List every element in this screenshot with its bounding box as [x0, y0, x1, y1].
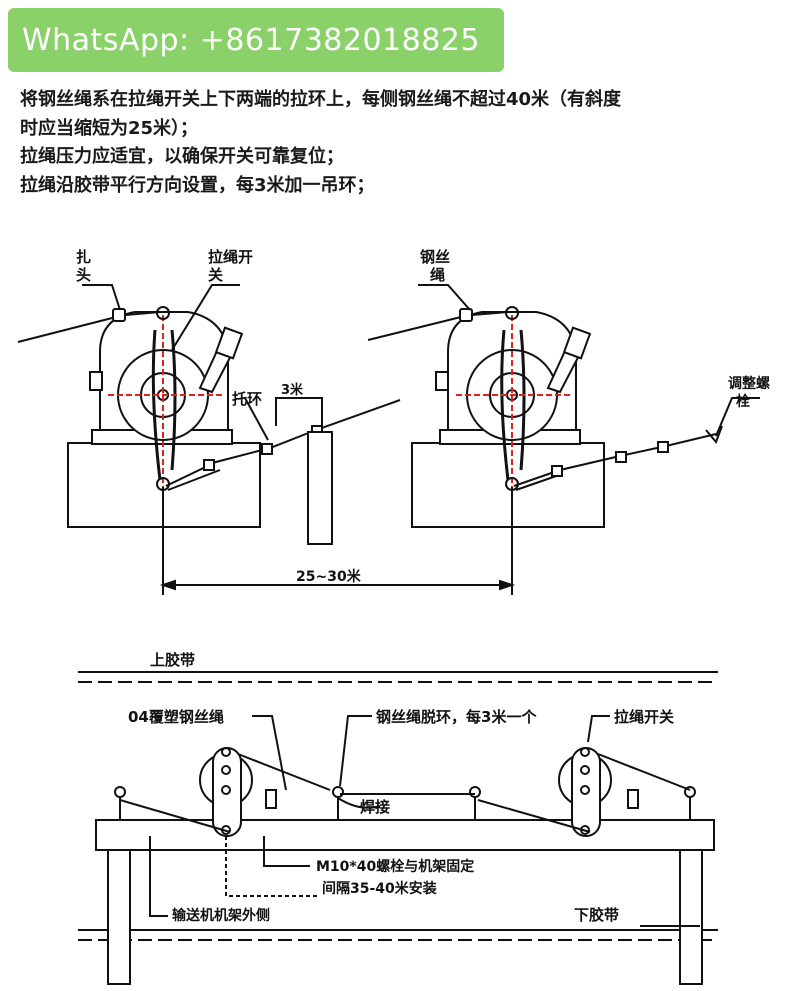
label-upper-belt: 上胶带 [150, 651, 195, 669]
label-pull-switch-1: 拉绳开 [208, 248, 253, 266]
label-support-ring: 托环 [232, 390, 262, 408]
span-dimension [159, 487, 516, 595]
whatsapp-banner: WhatsApp: +8617382018825 [8, 8, 504, 72]
instruction-line-1: 将钢丝绳系在拉绳开关上下两端的拉环上，每侧钢丝绳不超过40米（有斜度 [20, 89, 622, 110]
installation-instructions: 将钢丝绳系在拉绳开关上下两端的拉环上，每侧钢丝绳不超过40米（有斜度 时应当缩短… [20, 86, 790, 200]
label-bottom-pull-switch: 拉绳开关 [614, 708, 674, 726]
label-rope-ring: 钢丝绳脱环，每3米一个 [376, 708, 537, 726]
label-pull-switch-2: 关 [208, 266, 223, 284]
label-frame-outer: 输送机机架外侧 [172, 907, 270, 924]
instruction-line-4: 拉绳沿胶带平行方向设置，每3米加一吊环； [20, 174, 375, 196]
label-wire-rope-1: 钢丝 [420, 248, 450, 266]
label-interval: 间隔35-40米安装 [322, 880, 438, 897]
label-spacing-3m: 3米 [281, 382, 304, 398]
label-weld: 焊接 [360, 798, 390, 816]
bottom-right-switch [477, 747, 691, 837]
label-wire-rope-2: 绳 [430, 266, 445, 284]
bottom-left-switch [119, 747, 331, 837]
conveyor-layout [78, 671, 718, 985]
label-bolt-fix: M10*40螺栓与机架固定 [316, 858, 474, 875]
label-knot-head-2: 头 [76, 266, 91, 284]
label-knot-head-1: 扎 [76, 248, 91, 266]
left-pull-switch-assembly [17, 284, 401, 545]
label-coated-rope: 04覆塑钢丝绳 [128, 708, 224, 726]
whatsapp-contact-text: WhatsApp: +8617382018825 [22, 22, 480, 58]
instruction-line-3: 拉绳压力应适宜，以确保开关可靠复位； [20, 146, 344, 167]
label-span-dimension: 25~30米 [296, 568, 362, 585]
label-adjust-bolt-2: 栓 [736, 393, 750, 410]
instruction-line-2: 时应当缩短为25米）； [20, 117, 199, 139]
label-adjust-bolt-1: 调整螺 [728, 375, 770, 392]
right-pull-switch-assembly [367, 284, 760, 528]
label-lower-belt: 下胶带 [574, 906, 619, 924]
